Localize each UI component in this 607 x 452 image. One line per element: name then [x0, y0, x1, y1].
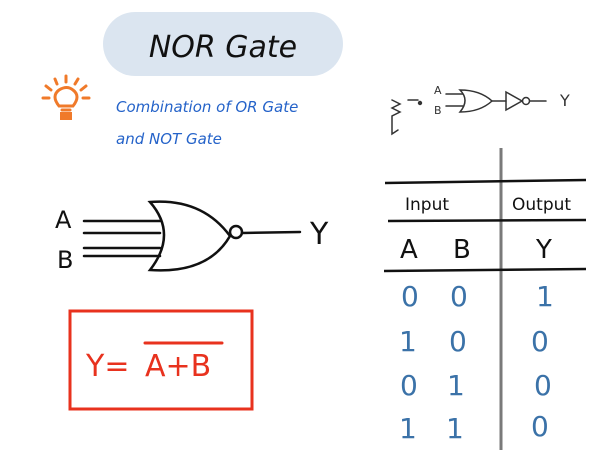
formula-border	[68, 309, 254, 411]
gate-input-a-label: A	[55, 206, 72, 234]
row-2-a: 1	[399, 325, 417, 358]
formula-lhs: Y=	[85, 349, 129, 384]
header-output: Output	[512, 195, 571, 215]
table-divider-columns	[383, 267, 587, 273]
row-1-a: 0	[401, 280, 419, 313]
truth-table: Input Output A B Y 0 0 1 1 0 0 0 1 0 1 1…	[383, 148, 587, 450]
note: Combination of OR Gate and NOT Gate	[116, 98, 298, 148]
gate-input-b-label: B	[57, 246, 73, 274]
column-b-label: B	[453, 235, 471, 265]
mini-input-a: A	[434, 84, 442, 97]
formula-box: Y= A+B	[68, 309, 254, 411]
mini-not-gate-shape	[505, 90, 524, 112]
column-a-label: A	[400, 235, 418, 265]
table-divider-header	[387, 218, 587, 223]
mini-input-b: B	[434, 104, 442, 117]
row-4-b: 1	[446, 412, 464, 445]
mini-or-gate-shape	[458, 89, 494, 113]
row-2-y: 0	[531, 325, 549, 358]
column-y-label: Y	[535, 235, 552, 265]
row-3-a: 0	[400, 369, 418, 402]
lightbulb-icon	[41, 74, 91, 120]
inversion-bubble	[228, 224, 244, 240]
row-4-a: 1	[399, 412, 417, 445]
row-2-b: 0	[449, 325, 467, 358]
gate-output-label: Y	[309, 217, 329, 252]
note-line-1: Combination of OR Gate	[116, 98, 298, 116]
table-divider-top	[384, 178, 587, 185]
row-3-y: 0	[534, 369, 552, 402]
formula-rhs: A+B	[145, 349, 211, 384]
header-input: Input	[405, 195, 449, 215]
title-background	[103, 12, 343, 76]
row-1-y: 1	[536, 280, 554, 313]
page-title: NOR Gate	[149, 30, 297, 65]
title-block: NOR Gate	[103, 12, 343, 76]
nor-gate-diagram	[82, 200, 302, 272]
output-wire	[240, 230, 302, 235]
row-1-b: 0	[450, 280, 468, 313]
mini-output-y: Y	[559, 91, 570, 110]
mini-bracket	[390, 99, 402, 136]
or-gate-shape	[147, 200, 232, 272]
row-3-b: 1	[447, 369, 465, 402]
mini-gate-diagram	[390, 89, 547, 136]
note-line-2: and NOT Gate	[116, 130, 222, 148]
row-4-y: 0	[531, 410, 549, 443]
